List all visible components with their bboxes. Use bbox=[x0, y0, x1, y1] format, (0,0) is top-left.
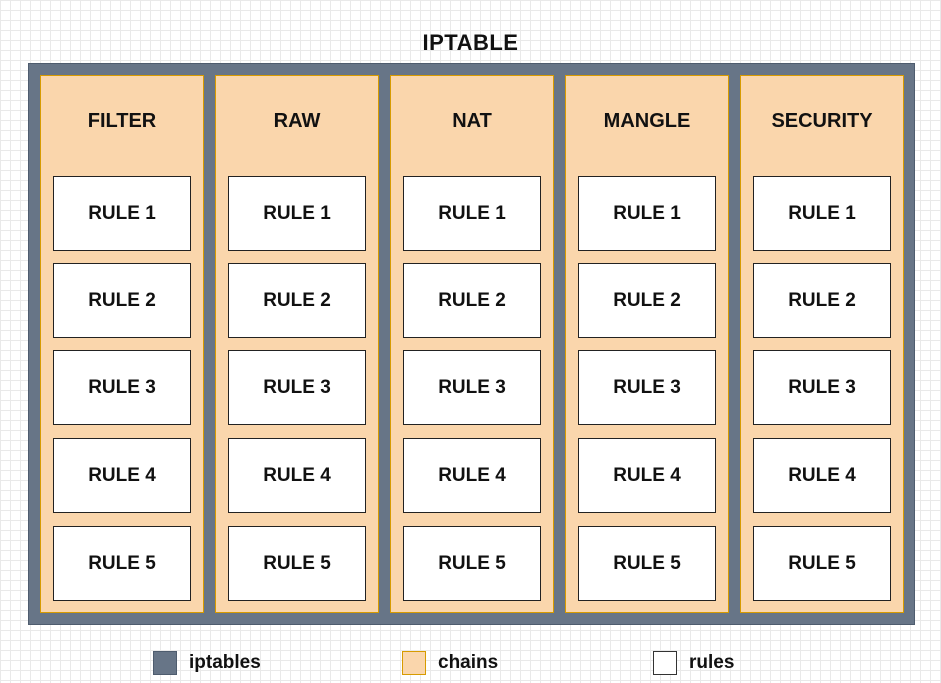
chain-title: FILTER bbox=[87, 110, 157, 132]
rule-box: RULE 4 bbox=[753, 438, 891, 513]
legend-item-chains: chains bbox=[402, 650, 498, 676]
legend-item-rules: rules bbox=[653, 650, 734, 676]
chain-title: NAT bbox=[452, 110, 492, 132]
rule-box: RULE 3 bbox=[753, 350, 891, 425]
rule-box: RULE 2 bbox=[228, 263, 366, 338]
rule-box: RULE 2 bbox=[53, 263, 191, 338]
rule-box: RULE 5 bbox=[228, 526, 366, 601]
rule-box: RULE 1 bbox=[53, 176, 191, 251]
legend-label: chains bbox=[438, 652, 499, 673]
rule-box: RULE 2 bbox=[578, 263, 716, 338]
rule-box: RULE 3 bbox=[228, 350, 366, 425]
legend-swatch bbox=[402, 651, 426, 675]
legend-item-iptables: iptables bbox=[153, 650, 261, 676]
legend-swatch bbox=[653, 651, 677, 675]
rule-box: RULE 4 bbox=[53, 438, 191, 513]
chain-raw: RAW RULE 1 RULE 2 RULE 3 RULE 4 RULE 5 bbox=[215, 75, 379, 613]
rule-box: RULE 2 bbox=[403, 263, 541, 338]
rule-box: RULE 3 bbox=[578, 350, 716, 425]
rule-box: RULE 1 bbox=[228, 176, 366, 251]
chain-filter: FILTER RULE 1 RULE 2 RULE 3 RULE 4 RULE 5 bbox=[40, 75, 204, 613]
rule-box: RULE 5 bbox=[403, 526, 541, 601]
chain-title: SECURITY bbox=[771, 110, 873, 132]
chain-nat: NAT RULE 1 RULE 2 RULE 3 RULE 4 RULE 5 bbox=[390, 75, 554, 613]
rule-box: RULE 2 bbox=[753, 263, 891, 338]
rule-box: RULE 3 bbox=[403, 350, 541, 425]
legend-label: rules bbox=[689, 652, 735, 673]
legend-label: iptables bbox=[189, 652, 261, 673]
rule-box: RULE 4 bbox=[403, 438, 541, 513]
chain-title: RAW bbox=[273, 110, 321, 132]
diagram-title: IPTABLE bbox=[422, 30, 519, 55]
chain-security: SECURITY RULE 1 RULE 2 RULE 3 RULE 4 RULE 5 bbox=[740, 75, 904, 613]
rule-box: RULE 4 bbox=[578, 438, 716, 513]
rule-box: RULE 5 bbox=[53, 526, 191, 601]
rule-box: RULE 3 bbox=[53, 350, 191, 425]
rule-box: RULE 1 bbox=[753, 176, 891, 251]
rule-box: RULE 4 bbox=[228, 438, 366, 513]
legend-swatch bbox=[153, 651, 177, 675]
rule-box: RULE 5 bbox=[753, 526, 891, 601]
rule-box: RULE 5 bbox=[578, 526, 716, 601]
chain-mangle: MANGLE RULE 1 RULE 2 RULE 3 RULE 4 RULE 5 bbox=[565, 75, 729, 613]
rule-box: RULE 1 bbox=[403, 176, 541, 251]
rule-box: RULE 1 bbox=[578, 176, 716, 251]
chain-title: MANGLE bbox=[603, 110, 691, 132]
